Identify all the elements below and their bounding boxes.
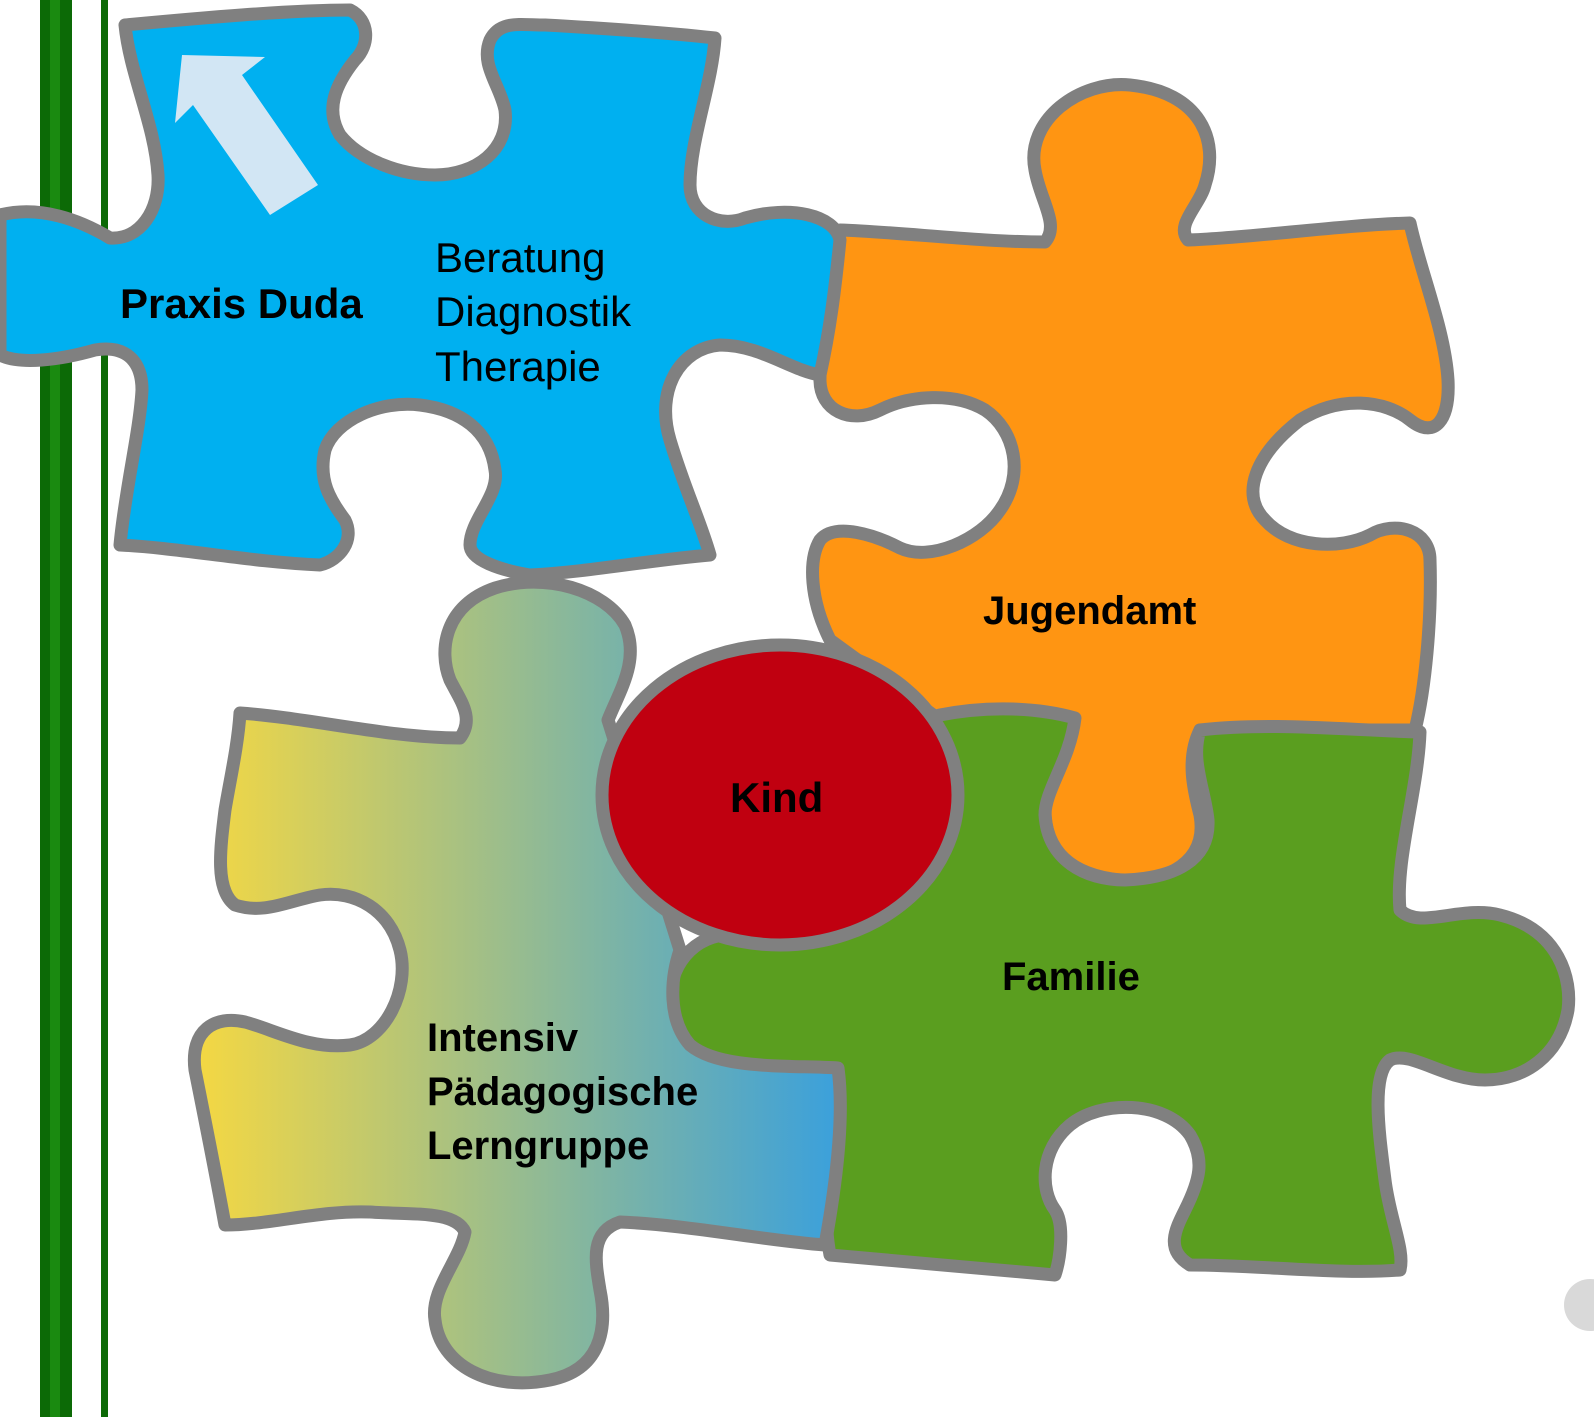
praxis-piece: [0, 3, 847, 582]
sidebar-stripe-thin: [101, 0, 108, 1417]
praxis-line-2: Diagnostik: [435, 288, 632, 335]
kind-label: Kind: [730, 774, 823, 821]
sidebar-stripe-highlight: [50, 0, 60, 1417]
lerngruppe-line-2: Pädagogische: [427, 1070, 698, 1114]
kind-circle: [595, 638, 965, 952]
corner-dot: [1564, 1279, 1594, 1331]
lerngruppe-piece: [187, 575, 847, 1390]
familie-title: Familie: [1002, 955, 1140, 999]
praxis-line-3: Therapie: [435, 343, 601, 390]
lerngruppe-line-1: Intensiv: [427, 1016, 579, 1060]
praxis-line-1: Beratung: [435, 234, 605, 281]
jugendamt-title: Jugendamt: [983, 589, 1196, 633]
jugendamt-piece: [806, 78, 1455, 888]
lerngruppe-line-3: Lerngruppe: [427, 1124, 649, 1168]
praxis-title: Praxis Duda: [120, 280, 363, 327]
arrow-up-left-icon: [175, 55, 318, 215]
